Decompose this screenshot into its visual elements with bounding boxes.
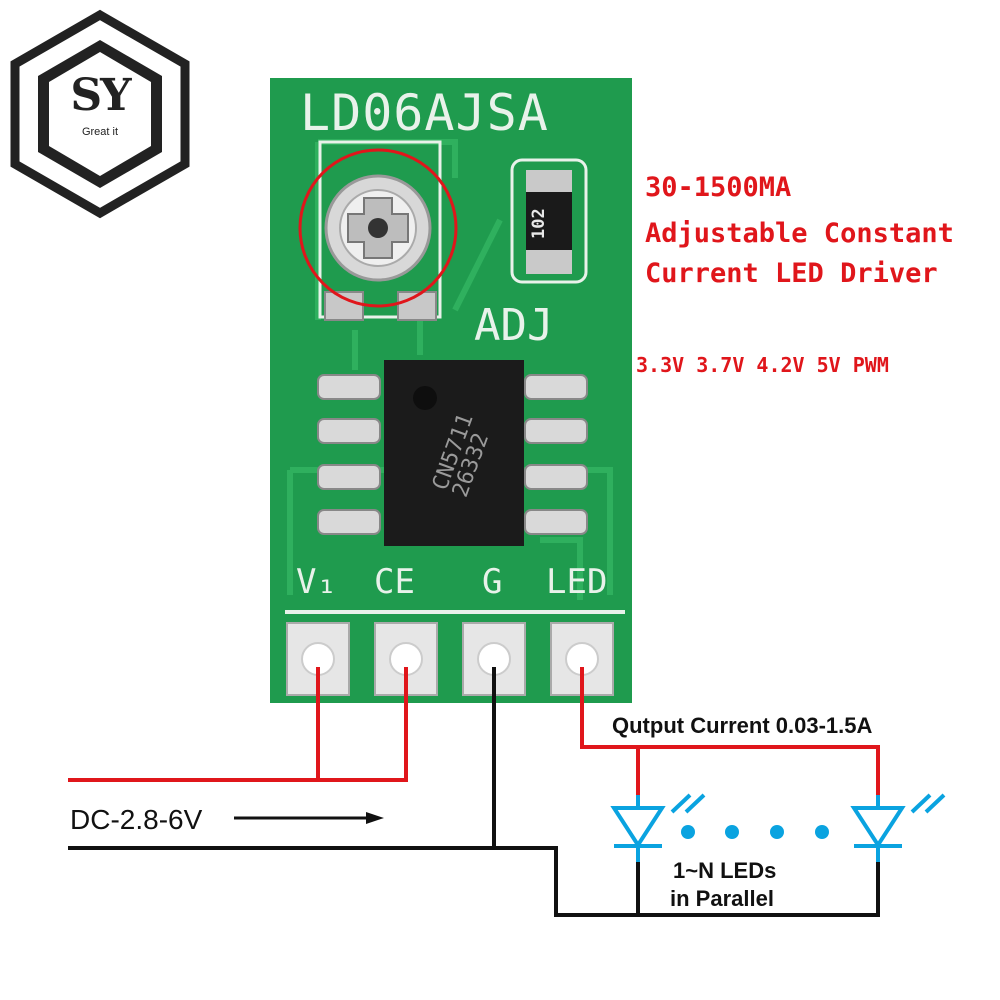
leds-label-line2: in Parallel xyxy=(670,886,774,911)
pin-label-ce: CE xyxy=(374,562,415,602)
pin-label-led: LED xyxy=(546,562,608,602)
led-symbol-2 xyxy=(850,793,946,862)
adj-label: ADJ xyxy=(474,300,554,351)
headline-voltages: 3.3V 3.7V 4.2V 5V PWM xyxy=(636,353,889,377)
smd-resistor xyxy=(510,158,588,284)
logo-tagline: Great it xyxy=(81,126,119,138)
headline-line2: Adjustable Constant xyxy=(645,218,954,249)
pin-label-v1: V₁ xyxy=(296,562,337,602)
headline-line3: Current LED Driver xyxy=(645,258,938,289)
potentiometer xyxy=(298,140,458,321)
output-current-label: Qutput Current 0.03-1.5A xyxy=(612,713,873,738)
wiring-diagram xyxy=(68,667,880,917)
led-symbol-1 xyxy=(610,793,706,862)
pin-label-g: G xyxy=(482,562,503,602)
resistor-code: 102 xyxy=(529,208,549,239)
brand-logo xyxy=(10,9,190,219)
board-model-label: LD06AJSA xyxy=(300,84,549,142)
ic-pads xyxy=(317,360,588,546)
input-voltage-label: DC-2.8-6V xyxy=(70,804,203,835)
headline-current-range: 30-1500MA xyxy=(645,172,792,203)
logo-mark: SY xyxy=(70,70,131,121)
leds-label-line1: 1~N LEDs xyxy=(673,858,777,883)
ellipsis-dots xyxy=(681,825,829,839)
